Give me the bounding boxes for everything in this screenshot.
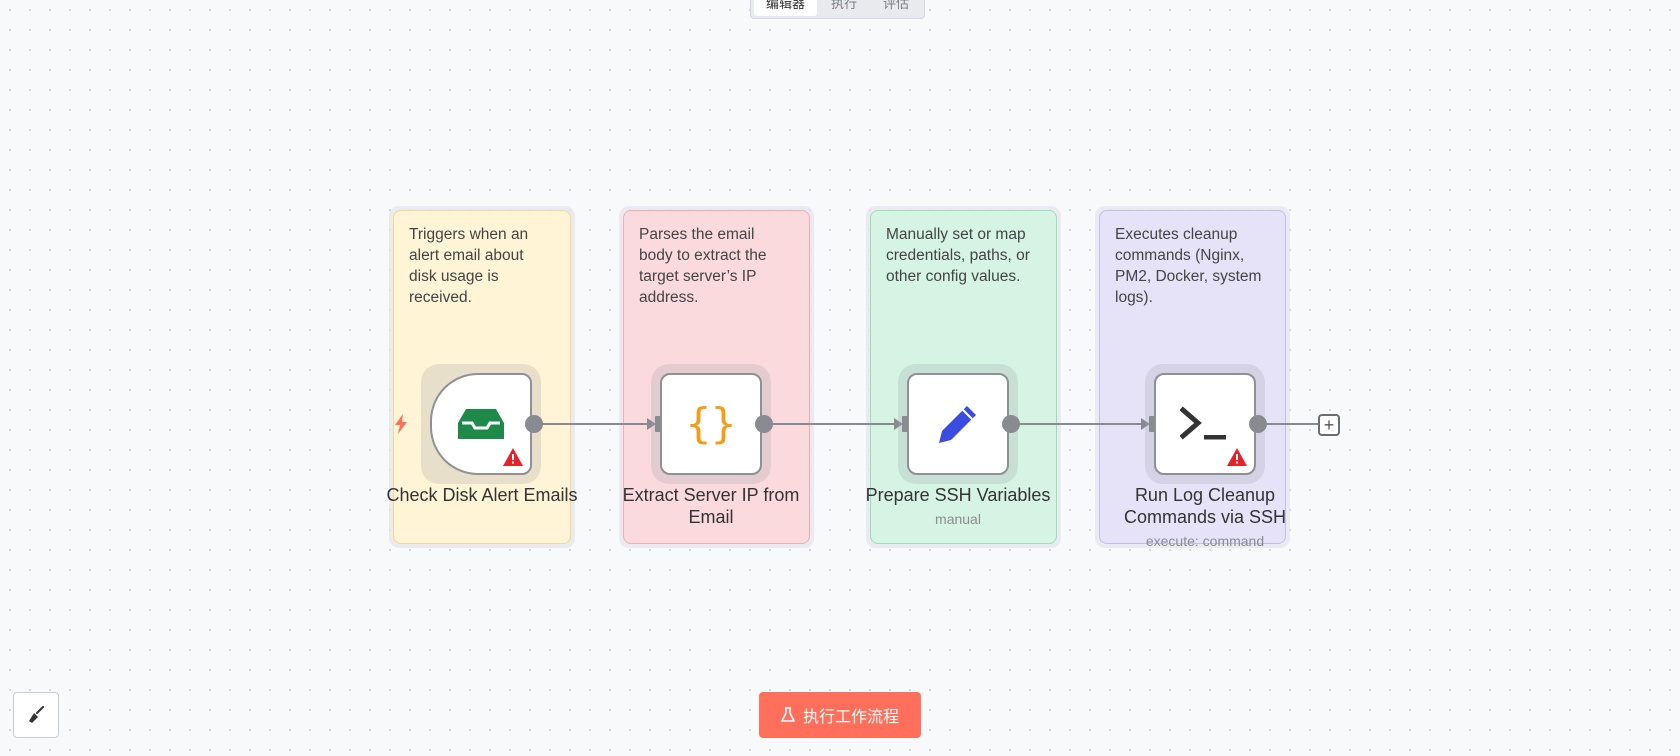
pencil-icon xyxy=(939,406,976,443)
node-check-disk-alert-emails[interactable] xyxy=(430,373,532,475)
input-port[interactable] xyxy=(902,416,909,432)
broom-icon xyxy=(29,706,44,723)
sticky-note-text: Executes cleanup commands (Nginx, PM2, D… xyxy=(1115,226,1262,306)
tab-editor[interactable]: 编辑器 xyxy=(754,0,818,16)
lightning-icon xyxy=(395,414,407,434)
add-node-button[interactable]: + xyxy=(1318,414,1340,436)
connection-arrow xyxy=(894,418,903,430)
output-port[interactable] xyxy=(525,415,543,433)
view-tabs: 编辑器 执行 评估 xyxy=(750,0,926,19)
output-port[interactable] xyxy=(1249,415,1267,433)
connection-arrow xyxy=(647,418,656,430)
tab-executions[interactable]: 执行 xyxy=(831,0,858,11)
input-port[interactable] xyxy=(1149,416,1156,432)
run-workflow-button[interactable]: 执行工作流程 xyxy=(759,692,921,738)
run-workflow-label: 执行工作流程 xyxy=(802,707,899,726)
connection-line[interactable] xyxy=(534,423,649,425)
plus-icon: + xyxy=(1323,415,1335,435)
terminal-icon xyxy=(1180,406,1226,440)
connection-line[interactable] xyxy=(764,423,896,425)
node-run-log-cleanup-ssh[interactable] xyxy=(1154,373,1256,475)
code-braces-icon: {} xyxy=(688,400,734,448)
node-subtitle: execute: command xyxy=(1145,533,1265,549)
sticky-note-text: Parses the email body to extract the tar… xyxy=(639,226,767,306)
sticky-note-text: Triggers when an alert email about disk … xyxy=(409,226,529,306)
node-label: Run Log Cleanup Commands via SSH xyxy=(1123,485,1287,527)
svg-text:{}: {} xyxy=(688,400,734,448)
output-port[interactable] xyxy=(1002,415,1020,433)
output-port[interactable] xyxy=(755,415,773,433)
flask-icon xyxy=(781,707,795,722)
node-prepare-ssh-variables[interactable] xyxy=(907,373,1009,475)
sticky-note-trigger[interactable]: Triggers when an alert email about disk … xyxy=(393,210,571,544)
connection-arrow xyxy=(1141,418,1150,430)
node-label: Prepare SSH Variables xyxy=(865,485,1051,505)
clean-up-button[interactable] xyxy=(13,692,59,738)
connection-line[interactable] xyxy=(1011,423,1143,425)
warning-icon xyxy=(1227,448,1247,466)
node-extract-server-ip[interactable]: {} xyxy=(660,373,762,475)
inbox-icon xyxy=(458,409,504,439)
input-port[interactable] xyxy=(655,416,662,432)
node-subtitle: manual xyxy=(935,511,981,527)
node-label: Extract Server IP from Email xyxy=(622,485,800,527)
sticky-note-text: Manually set or map credentials, paths, … xyxy=(886,226,1030,285)
tab-evaluation[interactable]: 评估 xyxy=(883,0,910,11)
node-label: Check Disk Alert Emails xyxy=(386,485,578,505)
connection-line[interactable] xyxy=(1258,423,1318,425)
warning-icon xyxy=(503,448,523,466)
